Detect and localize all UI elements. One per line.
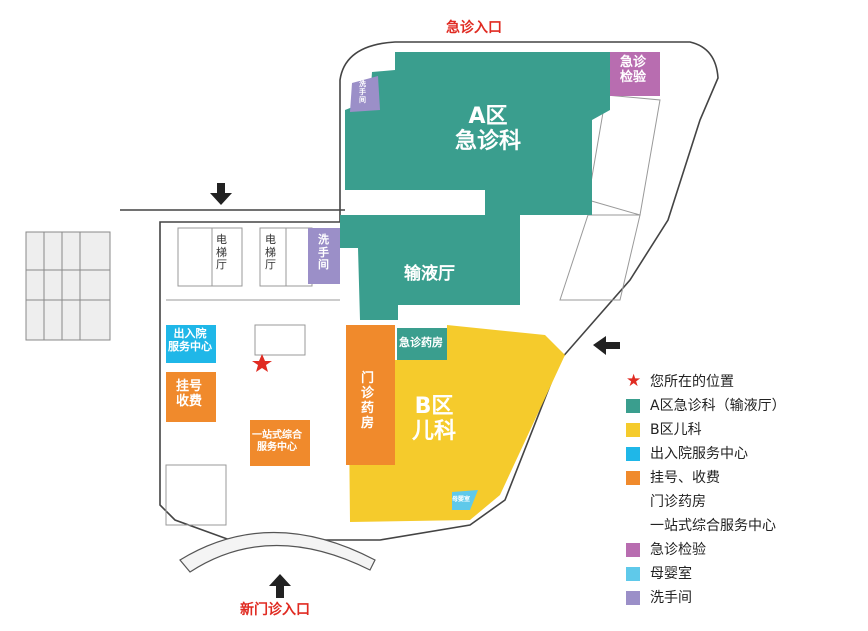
legend-item-a-zone: A区急诊科（输液厅） <box>622 397 862 421</box>
map-legend: ★ 您所在的位置 A区急诊科（输液厅） B区儿科 出入院服务中心 挂号、收费 门… <box>622 373 862 613</box>
inner-walls <box>165 94 661 526</box>
legend-swatch <box>626 447 640 461</box>
legend-item-location: ★ 您所在的位置 <box>626 371 734 391</box>
you-are-here-star <box>252 354 272 372</box>
mother-baby-label: 母婴室 <box>452 496 471 503</box>
legend-swatch <box>626 591 640 605</box>
legend-item-registration: 挂号、收费 门诊药房 一站式综合服务中心 <box>622 469 862 541</box>
zone-b-pediatrics <box>348 325 565 522</box>
legend-swatch <box>626 567 640 581</box>
entrance-arrow-bottom <box>269 574 291 598</box>
zone-admission-center <box>166 325 216 363</box>
emergency-entrance-label: 急诊入口 <box>446 20 502 36</box>
legend-swatch <box>626 423 640 437</box>
zone-outpatient-pharmacy <box>346 325 395 465</box>
entrance-canopy <box>179 532 376 573</box>
new-outpatient-entrance-label: 新门诊入口 <box>240 602 310 618</box>
elevator-hall-1-label: 电 梯 厅 <box>216 233 227 272</box>
zone-b-label: B区 儿科 <box>412 394 457 445</box>
zone-mother-baby <box>452 490 478 510</box>
washroom-top-label: 洗 手 间 <box>359 80 366 105</box>
zone-a-emergency <box>345 52 610 215</box>
legend-swatch <box>626 543 640 557</box>
zone-emergency-lab <box>610 52 660 96</box>
legend-swatch <box>626 399 640 413</box>
side-building <box>25 231 111 341</box>
registration-label: 挂号 收费 <box>176 379 203 409</box>
zone-washroom-top <box>350 76 380 112</box>
washroom-mid-label: 洗 手 间 <box>318 233 329 272</box>
zone-infusion <box>340 215 520 320</box>
emergency-pharmacy-label: 急诊药房 <box>399 336 443 349</box>
entrance-arrow-right <box>593 336 620 355</box>
zone-washroom-mid <box>308 228 340 284</box>
legend-swatch <box>626 471 640 485</box>
infusion-label: 输液厅 <box>404 264 455 284</box>
one-stop-center-label: 一站式综合 服务中心 <box>252 430 302 453</box>
legend-item-b-zone: B区儿科 <box>622 421 862 445</box>
admission-center-label: 出入院 服务中心 <box>168 327 212 353</box>
zone-emergency-pharmacy <box>397 328 447 360</box>
zone-one-stop-center <box>250 420 310 466</box>
outpatient-pharmacy-label: 门 诊 药 房 <box>361 371 375 431</box>
elevator-hall-2-label: 电 梯 厅 <box>265 233 276 272</box>
entrance-arrow-top <box>210 183 232 205</box>
legend-item-washroom: 洗手间 <box>622 589 862 613</box>
zone-registration <box>166 372 216 422</box>
emergency-lab-label: 急诊 检验 <box>620 55 647 85</box>
zone-a-label: A区 急诊科 <box>455 104 522 155</box>
star-icon: ★ <box>626 371 642 391</box>
legend-item-admission: 出入院服务中心 <box>622 445 862 469</box>
legend-item-mother-baby: 母婴室 <box>622 565 862 589</box>
legend-item-emergency-lab: 急诊检验 <box>622 541 862 565</box>
